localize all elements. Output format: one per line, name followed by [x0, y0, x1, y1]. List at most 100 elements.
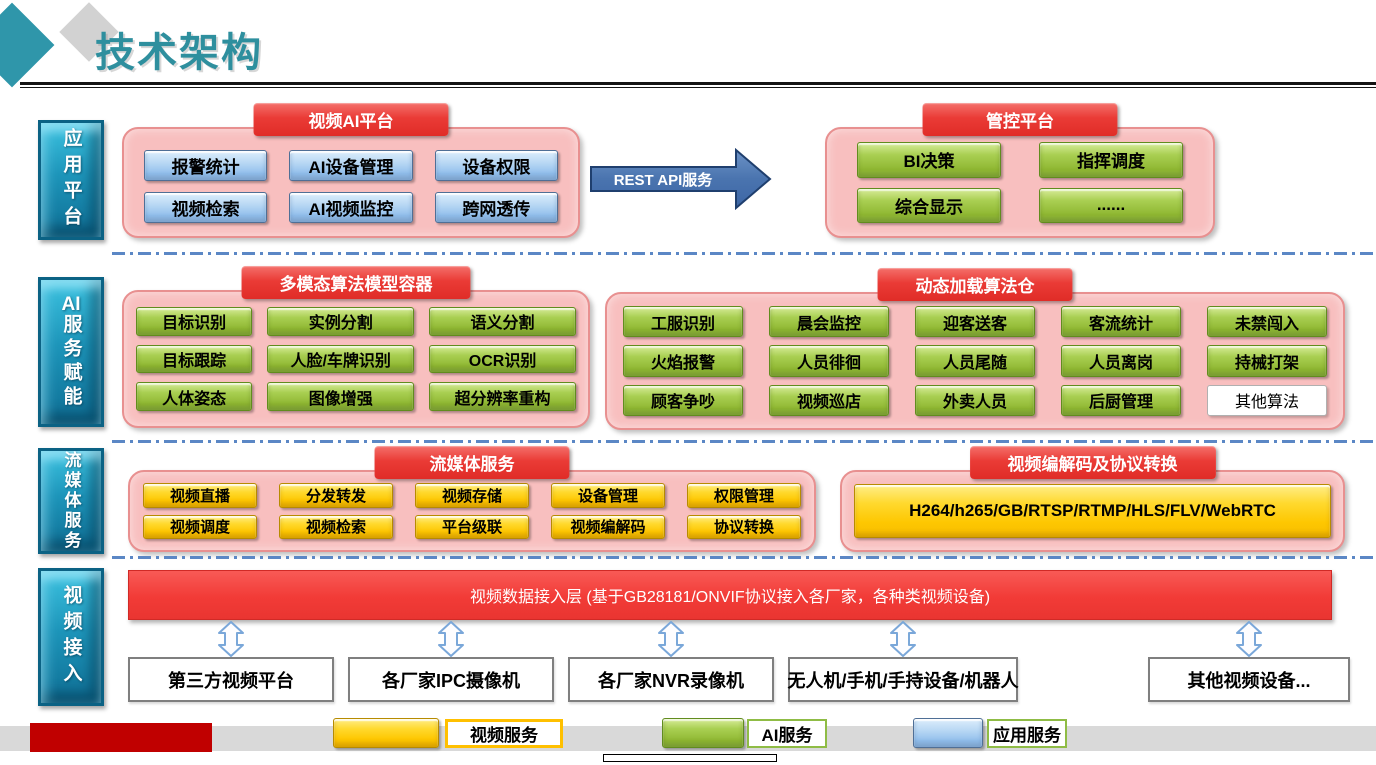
algo-model-chip: 实例分割 — [267, 307, 415, 336]
sidebar-streaming: 流媒体服务 — [38, 448, 104, 554]
updown-arrow-icon — [658, 621, 684, 657]
algo-warehouse-chip: 工服识别 — [623, 306, 743, 338]
legend-label-ai: AI服务 — [747, 719, 827, 748]
sidebar-ai-services-label: AI服务赋能 — [58, 295, 85, 410]
stream-chip: 视频存储 — [415, 483, 529, 508]
legend-swatch-ai — [662, 718, 744, 748]
protocols-box: H264/h265/GB/RTSP/RTMP/HLS/FLV/WebRTC — [854, 484, 1331, 538]
updown-arrow-icon — [218, 621, 244, 657]
algo-model-chip: 图像增强 — [267, 382, 415, 411]
video-ai-chip: 跨网透传 — [434, 192, 558, 223]
sidebar-app-platform-label: 应用平台 — [60, 128, 82, 232]
teal-diamond-icon — [0, 2, 55, 88]
stream-chip: 视频检索 — [279, 514, 393, 539]
algo-warehouse-panel: 动态加载算法仓 工服识别 晨会监控 迎客送客 客流统计 未禁闯入 火焰报警 人员… — [605, 268, 1345, 430]
codec-panel: 视频编解码及协议转换 H264/h265/GB/RTSP/RTMP/HLS/FL… — [840, 446, 1345, 552]
stream-chip: 平台级联 — [415, 514, 529, 539]
device-box: 各厂家NVR录像机 — [568, 657, 774, 702]
algo-model-container-header: 多模态算法模型容器 — [241, 266, 471, 299]
algo-model-chip: 超分辨率重构 — [429, 382, 576, 411]
updown-arrow-icon — [438, 621, 464, 657]
dashed-divider — [112, 440, 1376, 443]
stream-chip: 分发转发 — [279, 483, 393, 508]
control-platform-header: 管控平台 — [922, 103, 1118, 136]
title-underline — [20, 82, 1376, 88]
algo-model-chip: OCR识别 — [429, 344, 576, 374]
algo-warehouse-chip: 未禁闯入 — [1207, 306, 1327, 338]
rest-api-arrow-label: REST API服务 — [613, 171, 713, 189]
sidebar-app-platform: 应用平台 — [38, 120, 104, 240]
device-box: 其他视频设备... — [1148, 657, 1350, 702]
footer-rectangle — [603, 754, 777, 762]
sidebar-ai-services: AI服务赋能 — [38, 277, 104, 427]
algo-warehouse-chip: 外卖人员 — [915, 384, 1035, 416]
sidebar-ai-rest: 服务赋能 — [60, 313, 82, 410]
video-ai-chip: 设备权限 — [434, 150, 558, 181]
video-ai-chip: AI设备管理 — [289, 150, 413, 181]
algo-warehouse-chip: 迎客送客 — [915, 306, 1035, 338]
stream-chip: 视频调度 — [143, 514, 257, 539]
video-ai-chip: 报警统计 — [144, 150, 268, 181]
stream-service-grid: 视频直播 分发转发 视频存储 设备管理 权限管理 视频调度 视频检索 平台级联 … — [130, 472, 814, 550]
rest-api-arrow-shape — [590, 147, 772, 211]
stream-chip: 权限管理 — [687, 483, 801, 508]
sidebar-video-access-label: 视频接入 — [60, 585, 82, 689]
stream-service-panel: 流媒体服务 视频直播 分发转发 视频存储 设备管理 权限管理 视频调度 视频检索… — [128, 446, 816, 552]
algo-model-chip: 目标跟踪 — [136, 344, 253, 374]
legend-swatch-app — [913, 718, 983, 748]
control-chip: 综合显示 — [857, 187, 1001, 223]
stream-chip: 视频直播 — [143, 483, 257, 508]
legend-swatch-video — [333, 718, 439, 748]
rest-api-arrow: REST API服务 — [590, 147, 772, 211]
algo-model-chip: 目标识别 — [136, 307, 253, 336]
algo-model-grid: 目标识别 实例分割 语义分割 目标跟踪 人脸/车牌识别 OCR识别 人体姿态 图… — [124, 292, 588, 426]
algo-model-chip: 语义分割 — [429, 307, 576, 336]
algo-warehouse-chip: 客流统计 — [1061, 306, 1181, 338]
stream-chip: 视频编解码 — [551, 514, 665, 539]
device-box: 各厂家IPC摄像机 — [348, 657, 554, 702]
algo-warehouse-header: 动态加载算法仓 — [877, 268, 1073, 301]
dashed-divider — [112, 556, 1376, 559]
algo-warehouse-chip: 视频巡店 — [769, 384, 889, 416]
algo-model-chip: 人脸/车牌识别 — [267, 344, 415, 374]
codec-header: 视频编解码及协议转换 — [969, 446, 1216, 479]
control-platform-grid: BI决策 指挥调度 综合显示 ...... — [827, 129, 1213, 236]
stream-service-header: 流媒体服务 — [374, 446, 570, 479]
page-title: 技术架构 — [95, 31, 263, 75]
video-ai-chip: 视频检索 — [144, 192, 268, 223]
device-box: 无人机/手机/手持设备/机器人 — [788, 657, 1019, 702]
control-platform-panel: 管控平台 BI决策 指挥调度 综合显示 ...... — [825, 103, 1215, 238]
algo-warehouse-other-chip: 其他算法 — [1207, 384, 1327, 416]
updown-arrow-icon — [1236, 621, 1262, 657]
algo-warehouse-chip: 顾客争吵 — [623, 384, 743, 416]
algo-warehouse-chip: 晨会监控 — [769, 306, 889, 338]
legend-label-video: 视频服务 — [445, 719, 563, 748]
algo-warehouse-chip: 人员徘徊 — [769, 345, 889, 377]
control-chip: 指挥调度 — [1039, 142, 1183, 178]
dashed-divider — [112, 252, 1376, 255]
control-chip: BI决策 — [857, 142, 1001, 178]
sidebar-video-access: 视频接入 — [38, 568, 104, 706]
sidebar-ai-prefix: AI — [61, 294, 81, 314]
algo-warehouse-chip: 后厨管理 — [1061, 384, 1181, 416]
video-ai-platform-panel: 视频AI平台 报警统计 AI设备管理 设备权限 视频检索 AI视频监控 跨网透传 — [122, 103, 580, 238]
algo-warehouse-chip: 火焰报警 — [623, 345, 743, 377]
algo-warehouse-grid: 工服识别 晨会监控 迎客送客 客流统计 未禁闯入 火焰报警 人员徘徊 人员尾随 … — [607, 294, 1343, 428]
stream-chip: 协议转换 — [687, 514, 801, 539]
legend-label-app: 应用服务 — [987, 719, 1067, 748]
algo-warehouse-chip: 持械打架 — [1207, 345, 1327, 377]
video-access-bar: 视频数据接入层 (基于GB28181/ONVIF协议接入各厂家，各种类视频设备) — [128, 570, 1332, 620]
video-ai-chip: AI视频监控 — [289, 192, 413, 223]
algo-model-chip: 人体姿态 — [136, 382, 253, 411]
video-ai-platform-header: 视频AI平台 — [253, 103, 449, 136]
updown-arrow-icon — [890, 621, 916, 657]
legend-dark-red-block — [30, 723, 212, 752]
video-ai-platform-grid: 报警统计 AI设备管理 设备权限 视频检索 AI视频监控 跨网透传 — [124, 129, 578, 236]
stream-chip: 设备管理 — [551, 483, 665, 508]
algo-warehouse-chip: 人员离岗 — [1061, 345, 1181, 377]
sidebar-streaming-label: 流媒体服务 — [61, 451, 81, 551]
device-box: 第三方视频平台 — [128, 657, 334, 702]
algo-model-container-panel: 多模态算法模型容器 目标识别 实例分割 语义分割 目标跟踪 人脸/车牌识别 OC… — [122, 266, 590, 428]
control-chip: ...... — [1039, 187, 1183, 223]
